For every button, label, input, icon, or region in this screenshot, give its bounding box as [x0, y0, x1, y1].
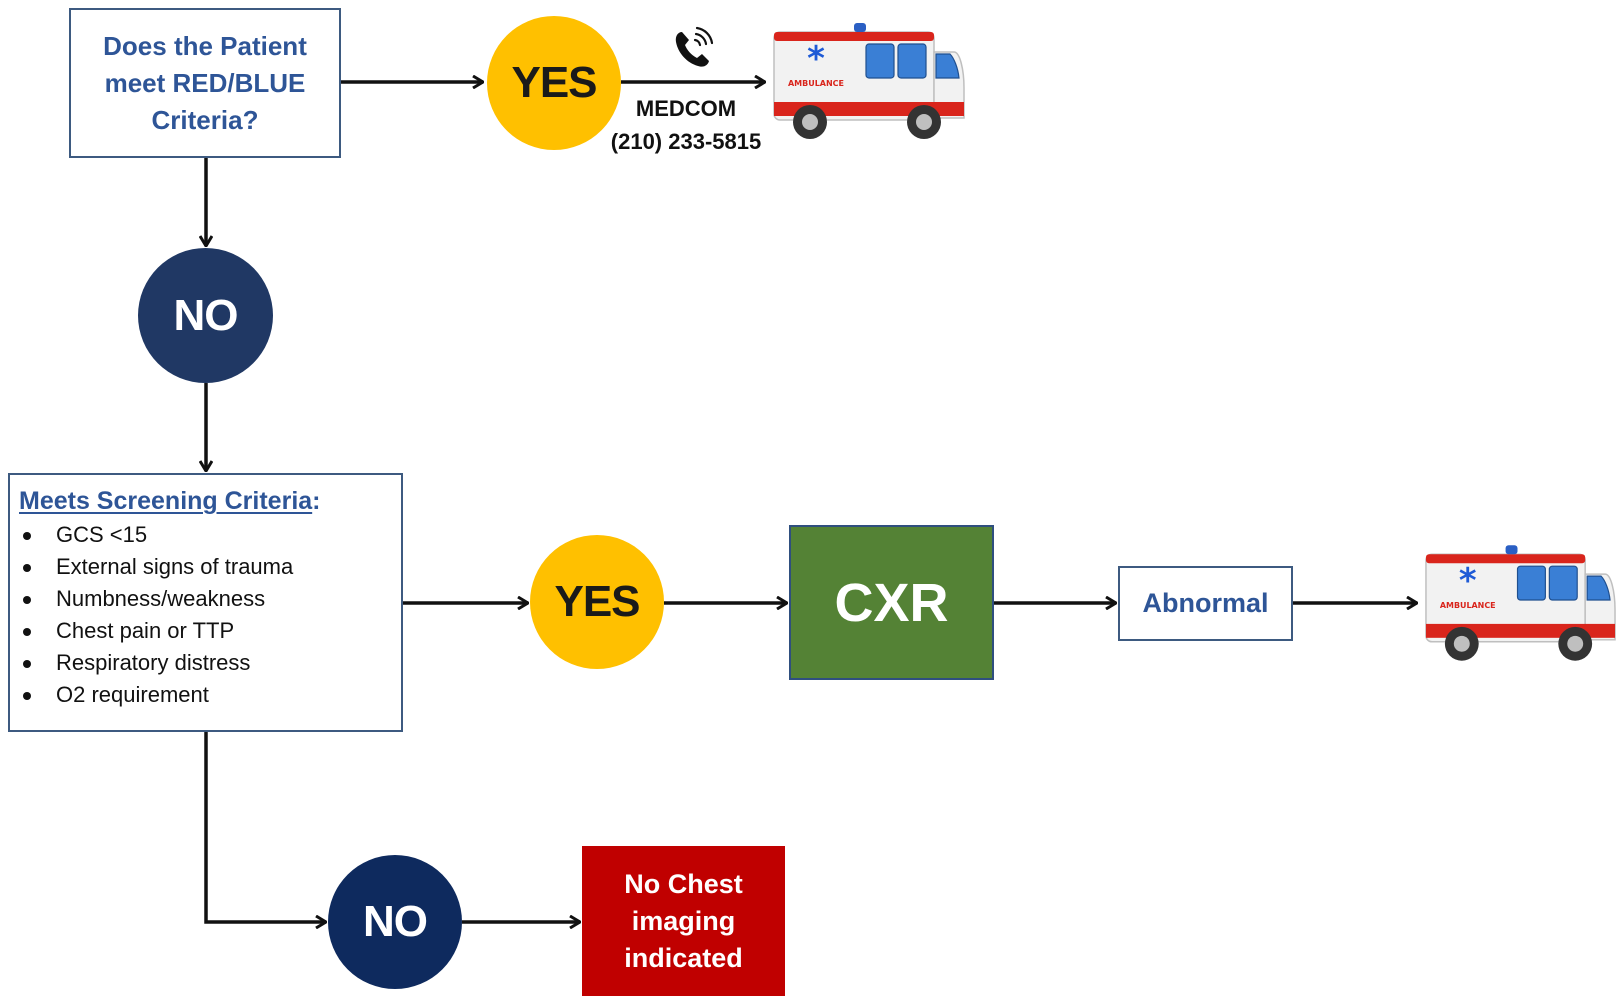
- ambulance-icon: * AMBULANCE: [773, 23, 965, 139]
- no-circle-top: NO: [138, 248, 273, 383]
- arrow-screening-to-no: [204, 732, 326, 922]
- no-label: NO: [173, 290, 239, 340]
- no-circle-bottom: NO: [328, 855, 462, 989]
- medcom-phone: (210) 233-5815: [610, 129, 762, 154]
- red-blue-criteria-question: Does the Patient meet RED/BLUE Criteria?: [69, 8, 341, 158]
- criteria-item: Chest pain or TTP: [19, 615, 392, 647]
- screening-criteria-box: Meets Screening Criteria: GCS <15 Extern…: [8, 473, 403, 732]
- criteria-item: GCS <15: [19, 519, 392, 551]
- screening-title: Meets Screening Criteria:: [19, 485, 392, 517]
- abnormal-label: Abnormal: [1142, 588, 1269, 618]
- no-chest-imaging-box: No Chest imaging indicated: [582, 846, 785, 996]
- cxr-box: CXR: [789, 525, 994, 680]
- no-label: NO: [363, 897, 428, 946]
- screening-title-text: Meets Screening Criteria: [19, 487, 313, 515]
- screening-title-colon: :: [312, 487, 321, 515]
- ambulance-star: *: [1459, 561, 1477, 600]
- medcom-contact: MEDCOM (210) 233-5815: [596, 92, 776, 158]
- ambulance-star: *: [807, 39, 825, 79]
- ambulance-text: AMBULANCE: [1440, 601, 1496, 610]
- no-chest-imaging-text: No Chest imaging indicated: [624, 868, 743, 973]
- yes-circle-top: YES: [487, 16, 621, 150]
- yes-label: YES: [511, 58, 597, 107]
- phone-icon: [675, 26, 714, 67]
- medcom-name: MEDCOM: [635, 96, 737, 121]
- cxr-label: CXR: [834, 572, 949, 633]
- ambulance-text: AMBULANCE: [788, 79, 844, 88]
- question-text: Does the Patient meet RED/BLUE Criteria?: [103, 30, 307, 135]
- yes-label: YES: [554, 577, 640, 626]
- criteria-item: O2 requirement: [19, 679, 392, 711]
- ambulance-icon: * AMBULANCE: [1425, 545, 1616, 661]
- yes-circle-middle: YES: [530, 535, 664, 669]
- screening-criteria-list: GCS <15 External signs of trauma Numbnes…: [19, 519, 392, 711]
- criteria-item: Numbness/weakness: [19, 583, 392, 615]
- abnormal-box: Abnormal: [1118, 566, 1293, 641]
- criteria-item: Respiratory distress: [19, 647, 392, 679]
- criteria-item: External signs of trauma: [19, 551, 392, 583]
